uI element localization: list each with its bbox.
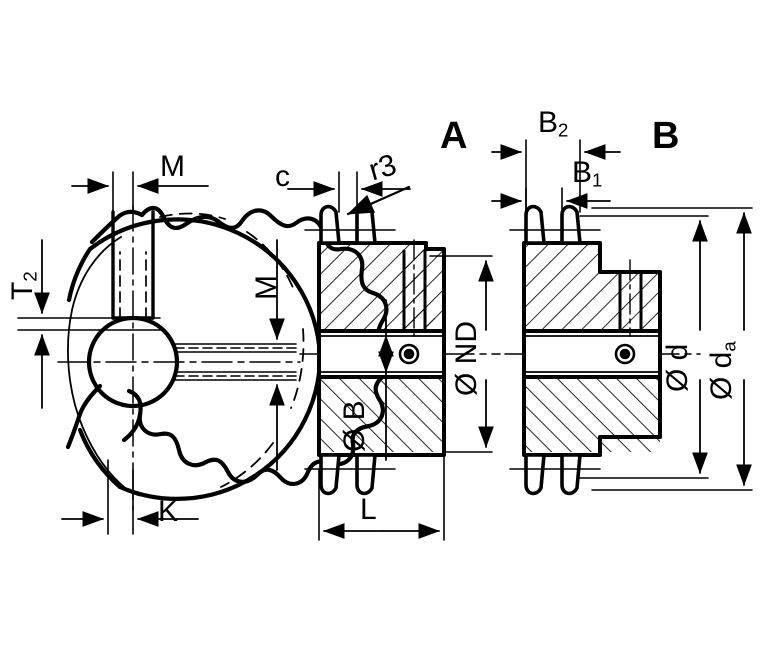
- dimension-label-b1: B1: [572, 156, 603, 191]
- dimension-label-d: Ø d: [661, 343, 694, 392]
- dimension-label-m-right: M: [250, 275, 283, 300]
- dimension-label-t2: T2: [6, 271, 41, 300]
- dimension-label-l: L: [360, 493, 377, 526]
- dimension-label-c: c: [275, 160, 290, 193]
- section-b-geometry: [491, 139, 753, 496]
- dimension-label-b-bore: Ø B: [338, 400, 371, 452]
- dimension-label-b2: B2: [538, 106, 569, 141]
- dimension-label-k: K: [158, 495, 179, 528]
- view-label-b: B: [652, 115, 680, 157]
- front-view-geometry: [17, 171, 396, 535]
- dimension-label-nd: Ø ND: [450, 321, 483, 396]
- section-a-geometry: [287, 171, 501, 541]
- dimension-label-m-top: M: [160, 150, 185, 183]
- dimension-label-da: Ø da: [705, 341, 740, 400]
- view-label-a: A: [440, 115, 468, 157]
